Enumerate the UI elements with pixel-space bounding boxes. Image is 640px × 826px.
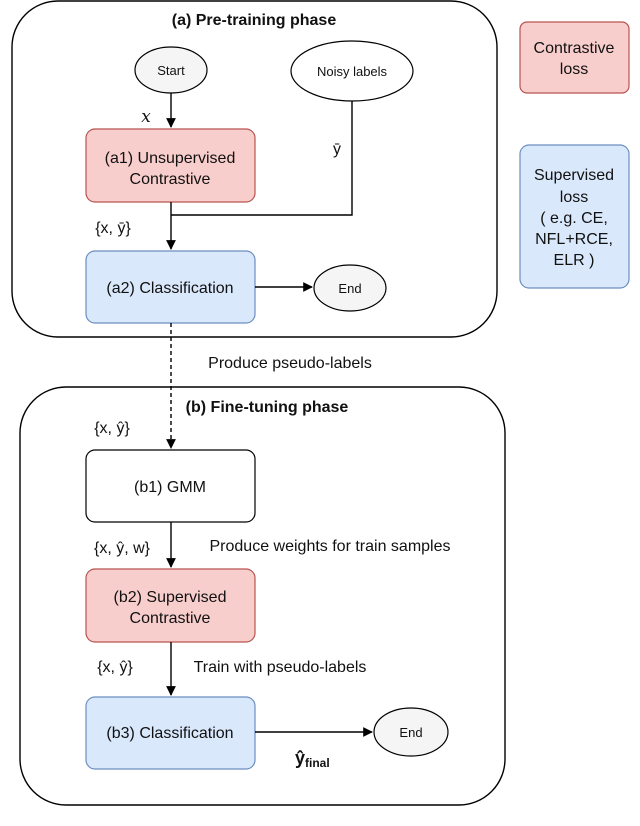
legend-contrastive-loss <box>519 21 630 94</box>
a1-label-line1: (a1) Unsupervised <box>105 150 236 167</box>
start-node-label: Start <box>157 63 185 78</box>
b3-label: (b3) Classification <box>106 725 233 742</box>
train-pseudo-labels-label: Train with pseudo-labels <box>194 659 367 676</box>
pair-x-ybar-label: {x, ȳ} <box>95 220 131 237</box>
legend-contrastive-line2: loss <box>560 61 588 78</box>
legend-supervised-line1: Supervised <box>534 167 614 184</box>
edge-noisy-to-merge <box>171 101 353 216</box>
legend-supervised-loss <box>519 144 630 289</box>
end-node-b-label: End <box>399 725 422 740</box>
b2-label-line1: (b2) Supervised <box>114 589 227 606</box>
produce-weights-label: Produce weights for train samples <box>210 538 451 555</box>
phase-b-title: (b) Fine-tuning phase <box>186 399 349 416</box>
legend-supervised-line2: loss <box>560 189 588 206</box>
triple-x-yhat-w-label: {x, ŷ, w} <box>94 540 151 557</box>
end-node-a-label: End <box>338 281 361 296</box>
yhat-final-label: ŷfinal <box>295 748 330 770</box>
a2-label: (a2) Classification <box>106 280 233 297</box>
pair-x-yhat-in-label: {x, ŷ} <box>94 420 130 437</box>
yhat-final-main: ŷ <box>295 748 305 768</box>
end-node-a <box>313 264 387 312</box>
legend-supervised-line4: NFL+RCE, <box>535 231 613 248</box>
yhat-final-sub: final <box>305 756 330 770</box>
legend-contrastive-line1: Contrastive <box>534 40 615 57</box>
end-node-b <box>373 707 449 757</box>
b1-label: (b1) GMM <box>134 479 206 496</box>
legend-supervised-line5: ELR ) <box>554 252 595 269</box>
a1-label-line2: Contrastive <box>130 171 211 188</box>
ybar-edge-label: ȳ <box>333 141 341 158</box>
noisy-labels-label: Noisy labels <box>317 64 388 79</box>
legend-supervised-line3: ( e.g. CE, <box>540 210 608 227</box>
b2-label-line2: Contrastive <box>130 610 211 627</box>
phase-a-title: (a) Pre-training phase <box>172 12 337 29</box>
pair-x-yhat-b3-label: {x, ŷ} <box>97 659 133 676</box>
x-edge-label: x <box>141 107 151 127</box>
b3-classification-box <box>85 696 256 770</box>
produce-pseudo-labels-label: Produce pseudo-labels <box>208 355 372 372</box>
